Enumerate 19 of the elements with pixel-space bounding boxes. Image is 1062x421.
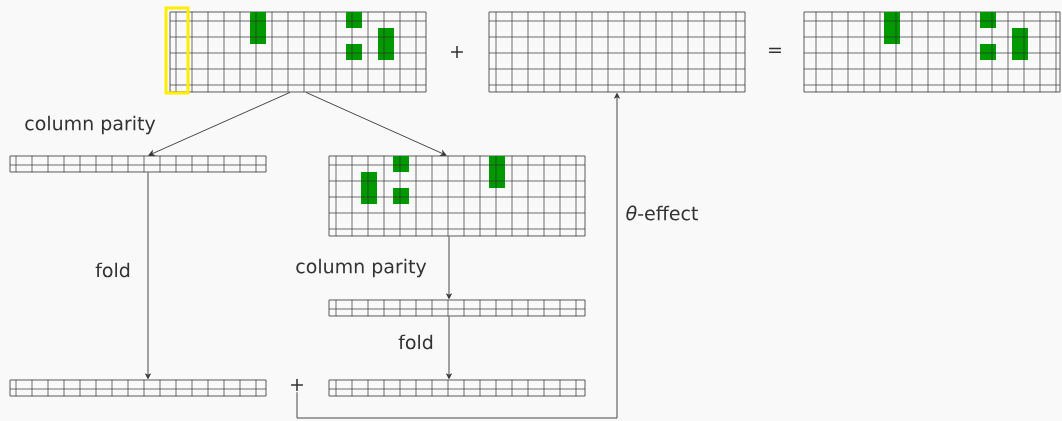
plus-sign: + [291,379,303,391]
arrow [305,91,447,156]
arrow [148,91,291,156]
bit-grid [488,11,746,93]
arrow [446,235,452,300]
bit-row [9,379,267,397]
plus-sign: + [451,46,463,58]
edge-label: column parity [23,114,157,136]
arrow [145,171,151,380]
bit-row [328,299,586,317]
arrow [446,315,452,380]
bit-row [9,155,267,173]
bit-grid [803,11,1061,93]
equals-sign: = [769,47,781,54]
bit-grid [169,11,427,93]
bit-row [328,379,586,397]
bit-grid [328,155,586,237]
edge-label: column parity [294,257,428,279]
arrow [296,92,620,419]
